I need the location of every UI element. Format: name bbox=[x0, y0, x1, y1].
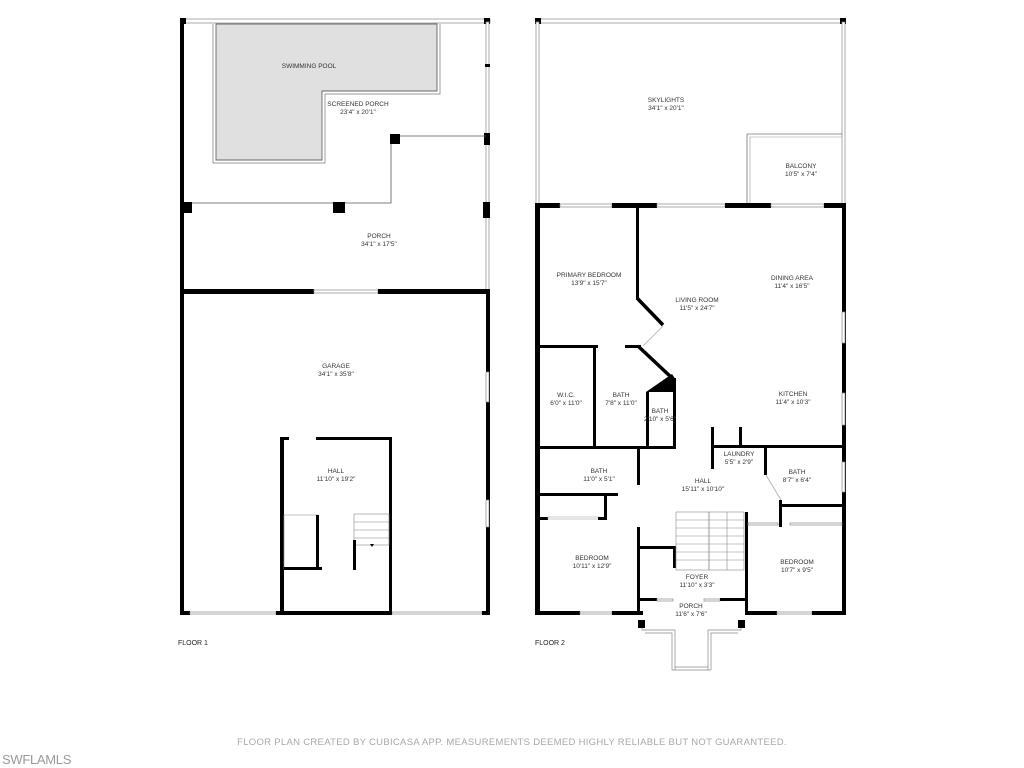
floor-1-labels: SWIMMING POOL SCREENED PORCH 23'4" x 20'… bbox=[282, 63, 398, 483]
room-label: PORCH bbox=[367, 233, 391, 240]
room-dims: 5'5" x 2'9" bbox=[725, 459, 754, 466]
room-dims: 11'4" x 10'3" bbox=[775, 399, 811, 406]
room-label: BATH bbox=[789, 469, 806, 476]
room-dims: 10'5" x 7'4" bbox=[785, 171, 818, 178]
room-dims: 34'1" x 20'1" bbox=[648, 105, 684, 112]
room-dims: 11'10" x 19'2" bbox=[317, 476, 356, 483]
room-label: HALL bbox=[328, 468, 345, 475]
room-label: W.I.C. bbox=[557, 392, 575, 399]
room-dims: 11'10" x 3'3" bbox=[679, 582, 715, 589]
room-dims: 11'4" x 16'5" bbox=[774, 283, 810, 290]
floor-2-plan bbox=[535, 18, 846, 671]
room-dims: 6'0" x 11'0" bbox=[550, 400, 582, 407]
floor-2-labels: SKYLIGHTS 34'1" x 20'1" BALCONY 10'5" x … bbox=[550, 97, 817, 618]
room-label: PORCH bbox=[679, 603, 703, 610]
disclaimer-text: FLOOR PLAN CREATED BY CUBICASA APP. MEAS… bbox=[237, 737, 787, 748]
room-dims: 23'4" x 20'1" bbox=[340, 109, 376, 116]
room-dims: 7'8" x 11'0" bbox=[605, 400, 637, 407]
room-label: BEDROOM bbox=[780, 559, 814, 566]
room-label: GARAGE bbox=[322, 363, 350, 370]
room-dims: 11'5" x 24'7" bbox=[679, 305, 715, 312]
room-dims: 34'1" x 35'8" bbox=[318, 371, 354, 378]
room-label: LAUNDRY bbox=[724, 451, 756, 458]
room-label: DINING AREA bbox=[771, 275, 814, 282]
floor-1-plan bbox=[180, 18, 491, 615]
room-label: PRIMARY BEDROOM bbox=[557, 272, 622, 279]
room-label: FOYER bbox=[686, 574, 709, 581]
room-label: SCREENED PORCH bbox=[327, 101, 389, 108]
room-dims: 11'6" x 7'6" bbox=[675, 611, 707, 618]
room-dims: 8'7" x 6'4" bbox=[783, 477, 812, 484]
room-dims: 34'1" x 17'5" bbox=[361, 241, 397, 248]
swimming-pool-shape bbox=[215, 23, 438, 161]
room-label: BEDROOM bbox=[575, 555, 609, 562]
room-label: BATH bbox=[652, 408, 669, 415]
floor-1-label: FLOOR 1 bbox=[178, 640, 208, 647]
room-label: SKYLIGHTS bbox=[648, 97, 685, 104]
room-label: BATH bbox=[591, 468, 608, 475]
room-label: KITCHEN bbox=[779, 391, 808, 398]
room-label: SWIMMING POOL bbox=[282, 63, 337, 70]
floor-2-label: FLOOR 2 bbox=[535, 640, 565, 647]
room-label: LIVING ROOM bbox=[675, 297, 718, 304]
room-label: BATH bbox=[613, 392, 630, 399]
room-dims: 15'11" x 10'10" bbox=[682, 486, 725, 493]
room-label: HALL bbox=[695, 478, 712, 485]
mls-watermark: SWFLAMLS bbox=[2, 752, 72, 767]
room-dims: 10'11" x 12'9" bbox=[573, 563, 612, 570]
room-dims: 13'9" x 15'7" bbox=[571, 280, 607, 287]
room-dims: 11'0" x 5'1" bbox=[583, 476, 615, 483]
room-label: BALCONY bbox=[785, 163, 817, 170]
room-dims: 10'7" x 9'5" bbox=[781, 567, 814, 574]
room-dims: 2'10" x 5'6" bbox=[644, 416, 677, 423]
